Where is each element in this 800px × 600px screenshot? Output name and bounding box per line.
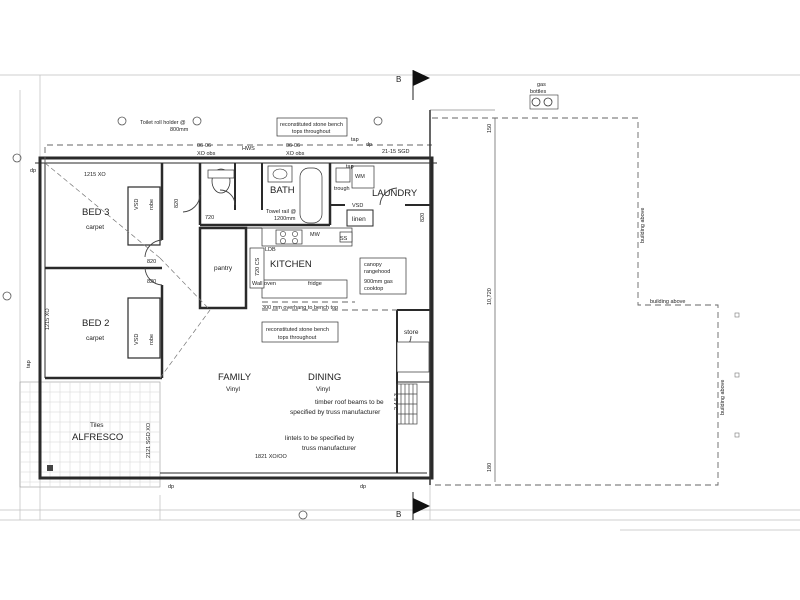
dim-door-720: 720 bbox=[205, 215, 214, 221]
dim-door-720cs: 720 CS bbox=[255, 257, 261, 276]
label-dp-1: dp bbox=[30, 168, 36, 174]
dim-door-820-c: 820 bbox=[147, 279, 156, 285]
label-wall-oven: Wall oven bbox=[252, 281, 276, 287]
fixtures bbox=[47, 94, 559, 471]
section-marker-top: B bbox=[396, 70, 430, 100]
roof-lines bbox=[44, 162, 211, 379]
dim-bed2-window: 1215 XO bbox=[45, 308, 51, 330]
label-robe-1: robe bbox=[149, 199, 155, 210]
label-dp-3: dp bbox=[168, 484, 174, 490]
section-b-top-label: B bbox=[396, 75, 401, 84]
room-bed2-floor: carpet bbox=[86, 335, 104, 342]
room-dining: DINING bbox=[308, 372, 341, 383]
label-tap-1: tap bbox=[351, 137, 359, 143]
note-timber: timber roof beams to be bbox=[315, 399, 384, 406]
room-bed2: BED 2 bbox=[82, 318, 109, 329]
label-fridge: fridge bbox=[308, 281, 322, 287]
dim-window-0606-a: 06-06 bbox=[197, 143, 211, 149]
room-pantry: pantry bbox=[214, 265, 233, 272]
notes: Toilet roll holder @ 800mm reconstituted… bbox=[140, 120, 393, 452]
label-trough: trough bbox=[334, 186, 350, 192]
note-timber-2: specified by truss manufacturer bbox=[290, 409, 381, 416]
label-vsd-2: VSD bbox=[134, 334, 140, 345]
room-bath: BATH bbox=[270, 185, 295, 196]
note-canopy: canopy bbox=[364, 262, 382, 268]
label-hws: HWS bbox=[242, 146, 255, 152]
room-linen: linen bbox=[352, 216, 366, 223]
dim-window-xo-obs-a: XO obs bbox=[197, 151, 216, 157]
section-b-bottom-label: B bbox=[396, 510, 401, 519]
dim-window-1821: 1821 XO/OO bbox=[255, 454, 288, 460]
dim-150: 150 bbox=[487, 124, 493, 133]
dim-door-820-d: 820 bbox=[420, 213, 426, 222]
room-alfresco-floor: Tiles bbox=[90, 422, 104, 429]
note-recon-top: reconstituted stone bench bbox=[280, 122, 343, 128]
dim-door-820-b: 820 bbox=[147, 259, 156, 265]
label-vsd-3: VSD bbox=[352, 203, 363, 209]
room-laundry: LAUNDRY bbox=[372, 188, 418, 199]
label-building-above-3: building above bbox=[720, 380, 726, 415]
note-boxes bbox=[261, 117, 430, 373]
room-labels: BED 3 carpet BED 2 carpet BATH LAUNDRY K… bbox=[72, 185, 419, 443]
note-recon-bench-2: tops throughout bbox=[278, 335, 317, 341]
label-tap-2: tap bbox=[26, 360, 32, 368]
section-marker-bottom: B bbox=[396, 492, 430, 520]
note-cooktop: 900mm gas bbox=[364, 279, 393, 285]
dim-10720: 10,720 bbox=[487, 288, 493, 305]
note-lintels-2: truss manufacturer bbox=[302, 445, 357, 452]
room-store: store bbox=[404, 329, 419, 336]
label-ss: SS bbox=[340, 236, 348, 242]
label-vsd-1: VSD bbox=[134, 199, 140, 210]
label-bottles: bottles bbox=[530, 89, 546, 95]
dashed-outlines bbox=[44, 109, 719, 486]
room-alfresco: ALFRESCO bbox=[72, 432, 123, 443]
label-gas: gas bbox=[537, 82, 546, 88]
note-rangehood: rangehood bbox=[364, 269, 390, 275]
dim-window-0606-b: 06-06 bbox=[286, 143, 300, 149]
edge-markers bbox=[734, 312, 740, 438]
dim-door-820-a: 820 bbox=[174, 199, 180, 208]
label-ldb: LDB bbox=[265, 247, 276, 253]
dim-180: 180 bbox=[487, 463, 493, 472]
label-robe-2: robe bbox=[149, 334, 155, 345]
room-family-floor: Vinyl bbox=[226, 386, 241, 393]
background-grid-lines bbox=[0, 74, 800, 531]
note-recon-top-2: tops throughout bbox=[292, 129, 331, 135]
label-building-above-2: building above bbox=[650, 299, 685, 305]
label-mw: MW bbox=[310, 232, 321, 238]
note-towel-rail: Towel rail @ bbox=[266, 209, 296, 215]
note-overhang: 300 mm overhang to bench top bbox=[262, 305, 338, 311]
label-tap-3: tap bbox=[346, 164, 354, 170]
label-wm: WM bbox=[355, 174, 365, 180]
note-cooktop-2: cooktop bbox=[364, 286, 383, 292]
interior-walls bbox=[45, 163, 434, 473]
label-building-above-1: building above bbox=[640, 208, 646, 243]
label-dp-2: dp bbox=[366, 142, 372, 148]
label-dp-4: dp bbox=[360, 484, 366, 490]
room-family: FAMILY bbox=[218, 372, 252, 383]
dim-sgd-2121: 2121 SGD XO bbox=[146, 422, 152, 458]
dim-sgd-2115: 21-15 SGD bbox=[382, 149, 410, 155]
note-recon-bench: reconstituted stone bench bbox=[266, 327, 329, 333]
note-toilet-roll-2: 800mm bbox=[170, 127, 189, 133]
dimension-labels: 1215 XO 1215 XO 820 820 820 820 720 720 … bbox=[45, 124, 493, 472]
note-lintels: lintels to be specified by bbox=[285, 435, 355, 442]
stair bbox=[396, 383, 418, 425]
dim-bed3-window: 1215 XO bbox=[84, 172, 106, 178]
dimension-markers bbox=[2, 116, 383, 520]
room-bed3: BED 3 bbox=[82, 207, 109, 218]
dim-window-xo-obs-b: XO obs bbox=[286, 151, 305, 157]
room-kitchen: KITCHEN bbox=[270, 259, 312, 270]
note-toilet-roll: Toilet roll holder @ bbox=[140, 120, 186, 126]
note-towel-rail-2: 1200mm bbox=[274, 216, 296, 222]
label-stair: 2 4 5 3 bbox=[394, 393, 400, 410]
room-bed3-floor: carpet bbox=[86, 224, 104, 231]
fixture-labels: VSD robe VSD robe VSD HWS WM trough tap … bbox=[26, 82, 726, 490]
room-dining-floor: Vinyl bbox=[316, 386, 331, 393]
